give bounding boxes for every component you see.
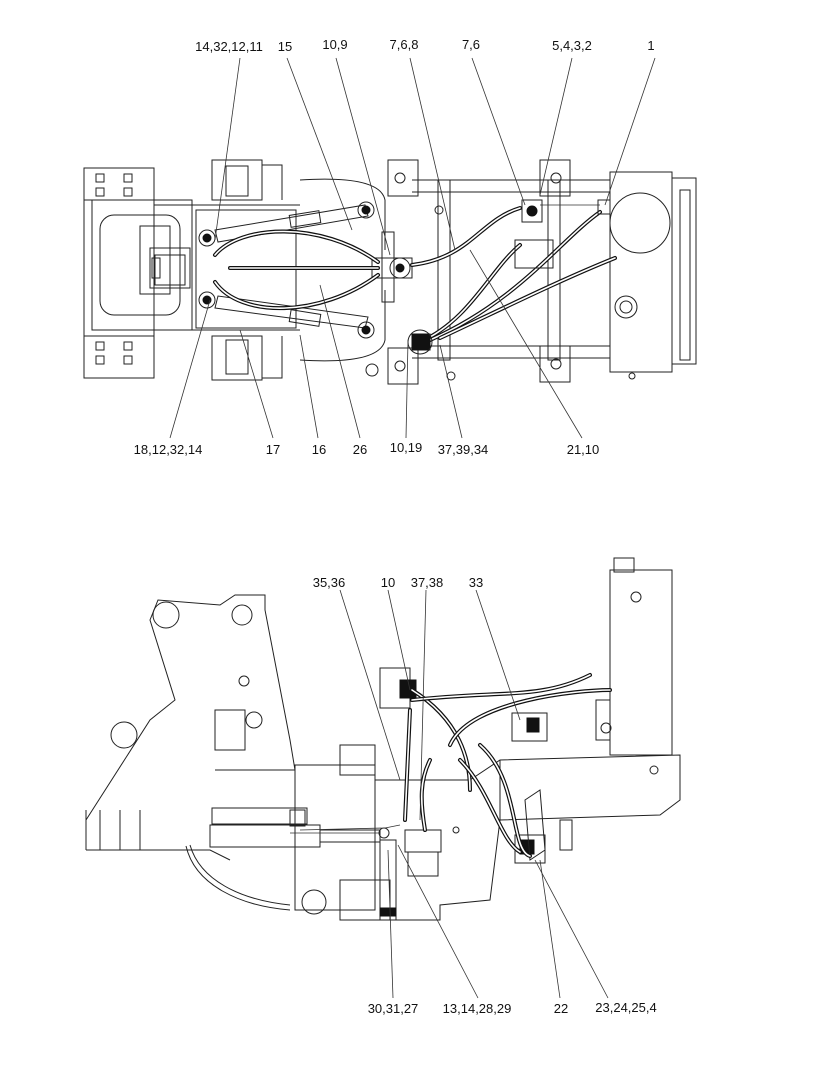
- leaders-side: [339, 589, 609, 999]
- callout-label: 7,6,8: [390, 37, 419, 52]
- steering-cylinder-side: [209, 807, 390, 848]
- callout-label: 37,39,34: [438, 442, 489, 457]
- callout-label: 15: [278, 39, 292, 54]
- callout-label: 18,12,32,14: [134, 442, 203, 457]
- callout-label: 35,36: [313, 575, 346, 590]
- callout-label: 5,4,3,2: [552, 38, 592, 53]
- callout-label: 22: [554, 1001, 568, 1016]
- callout-label: 10,9: [322, 37, 347, 52]
- steering-cylinders-top: [214, 201, 375, 339]
- callouts-side: 35,36 10 37,38 33 30,31,27 13,14,28,29 2…: [313, 575, 657, 1016]
- callout-label: 30,31,27: [368, 1001, 419, 1016]
- callout-label: 16: [312, 442, 326, 457]
- valves-top: [407, 199, 611, 355]
- front-frame-top: [412, 159, 610, 383]
- tank-block-top: [609, 171, 697, 380]
- callout-label: 13,14,28,29: [443, 1001, 512, 1016]
- callout-label: 10,19: [390, 440, 423, 455]
- center-section-side: [294, 744, 681, 921]
- tank-side: [595, 557, 673, 756]
- rear-frame-side: [85, 594, 327, 915]
- callouts-top: 14,32,12,11 15 10,9 7,6,8 7,6 5,4,3,2 1 …: [134, 37, 655, 457]
- leaders-top: [169, 57, 656, 439]
- top-view-drawing: [83, 57, 697, 439]
- callout-label: 21,10: [567, 442, 600, 457]
- callout-label: 33: [469, 575, 483, 590]
- callout-label: 1: [647, 38, 654, 53]
- callout-label: 26: [353, 442, 367, 457]
- center-hinge: [299, 159, 419, 385]
- callout-label: 14,32,12,11: [195, 39, 263, 54]
- callout-label: 10: [381, 575, 395, 590]
- side-view-drawing: [85, 557, 681, 999]
- callout-label: 37,38: [411, 575, 444, 590]
- hoses-side: [290, 673, 612, 858]
- articulation-brackets: [195, 159, 297, 381]
- rear-frame: [83, 167, 300, 379]
- hoses-top: [213, 204, 617, 344]
- callout-label: 23,24,25,4: [595, 1000, 656, 1015]
- callout-label: 17: [266, 442, 280, 457]
- callout-label: 7,6: [462, 37, 480, 52]
